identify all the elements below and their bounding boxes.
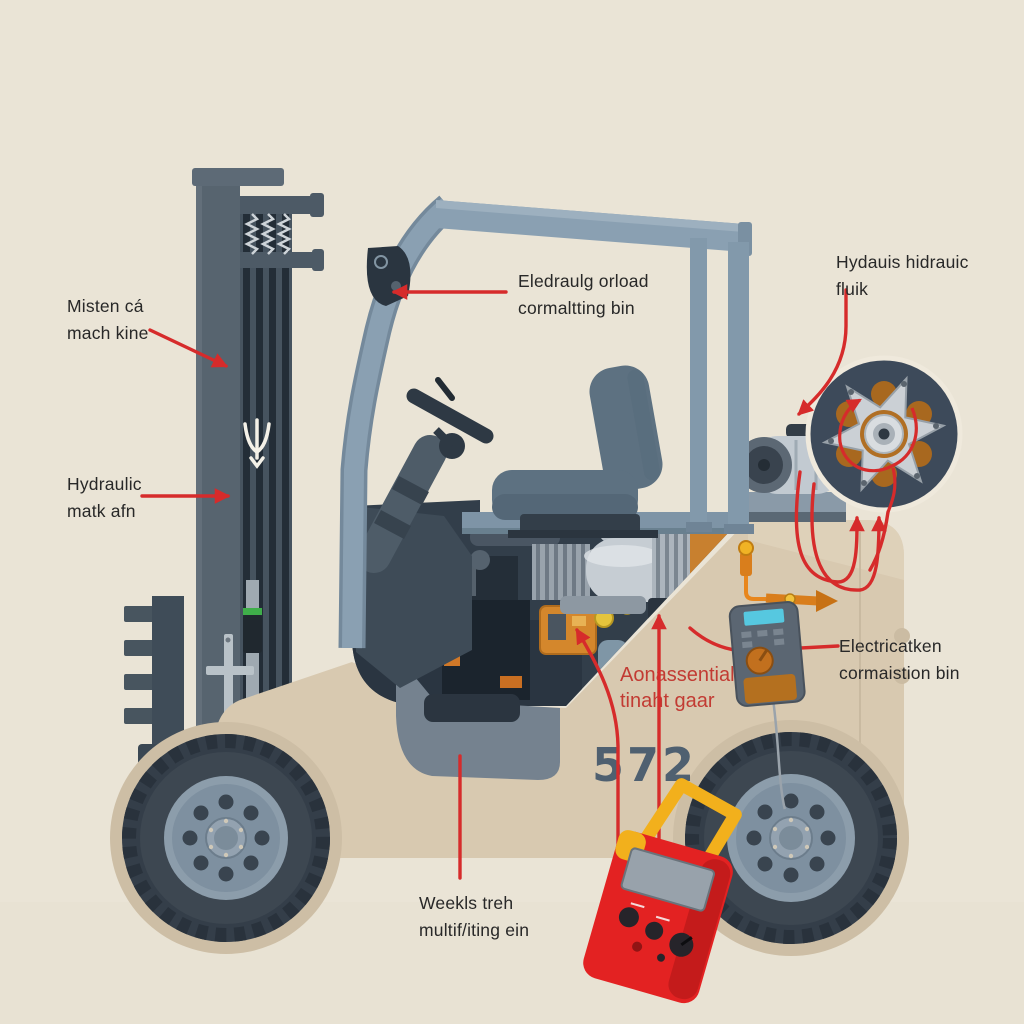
forklift-mast: [124, 168, 324, 766]
operator-seat: [492, 365, 663, 538]
callout-weekly-check: Weekls treh multif/iting ein: [419, 890, 529, 944]
mast-emblem-icon: [243, 418, 271, 469]
svg-text:tinaht gaar: tinaht gaar: [620, 690, 715, 712]
arrow-hydraulic-fluid: [797, 288, 848, 416]
callout-hydraulic-mast: Hydraulic matk afn: [67, 471, 142, 525]
callout-text: fluik: [836, 279, 869, 299]
callout-text: Hydraulic: [67, 474, 142, 494]
callout-text: Weekls treh: [419, 893, 514, 913]
clamp-multimeter: [583, 778, 742, 1004]
callout-hydraulic-fluid: Hydauis hidrauic fluik: [836, 249, 969, 303]
side-step: [396, 654, 560, 780]
front-wheel: [122, 734, 330, 942]
clamp-handle: [638, 778, 742, 868]
rear-pillar: [690, 238, 707, 530]
callout-text: Eledraulg orload: [518, 271, 649, 291]
svg-text:Aonassential: Aonassential: [620, 664, 735, 686]
mast-chains: [244, 213, 292, 255]
multimeter-screen: [620, 847, 716, 912]
gear-pump-inset: [805, 355, 963, 513]
callout-text: mach kine: [67, 323, 149, 343]
meter-dial: [745, 646, 774, 675]
callout-text: cormaltting bin: [518, 298, 635, 318]
callout-text: matk afn: [67, 501, 136, 521]
inset-lead-line: [868, 510, 890, 572]
callout-text: cormaistion bin: [839, 663, 960, 683]
rear-wheel: [685, 732, 897, 944]
callout-text: multif/iting ein: [419, 920, 530, 940]
callout-overhead-bracket: Eledraulg orload cormaltting bin: [518, 268, 649, 322]
callout-mast-chain: Misten cá mach kine: [67, 293, 149, 347]
callout-electrical-compartment: Electricatken cormaistion bin: [839, 633, 960, 687]
callout-text: Misten cá: [67, 296, 144, 316]
arrow-mast-chain: [148, 328, 229, 368]
callout-text: Electricatken: [839, 636, 942, 656]
callout-essential-gear: Aonassential tinaht gaar: [620, 664, 735, 712]
orange-wire: [738, 540, 838, 612]
steering-wheel: [406, 377, 494, 459]
callout-text: Hydauis hidrauic: [836, 252, 969, 272]
handheld-meter: [728, 601, 806, 810]
dashboard: [352, 377, 494, 688]
rear-pillar: [728, 242, 749, 530]
